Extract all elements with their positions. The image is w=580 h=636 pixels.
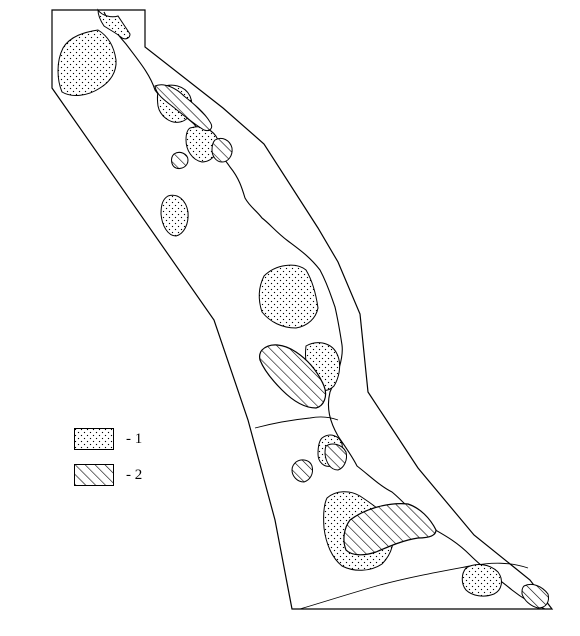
- zone-1-patch: [461, 564, 502, 597]
- map-legend: - 1 - 2: [74, 428, 194, 500]
- legend-item-2: - 2: [74, 464, 194, 486]
- zone-1-patch: [97, 8, 131, 40]
- river-branch: [254, 416, 339, 429]
- legend-swatch-dots: [74, 428, 114, 450]
- zone-1-patch: [57, 29, 117, 96]
- legend-item-1: - 1: [74, 428, 194, 450]
- legend-label-1: - 1: [126, 431, 143, 447]
- zone-2-patch: [324, 443, 347, 471]
- zone-1-patch: [258, 264, 319, 329]
- zone-2-patch: [211, 137, 233, 163]
- zone-2-patch: [171, 151, 189, 169]
- zone-2-patch: [291, 459, 313, 483]
- zone-2-patch: [259, 344, 327, 409]
- legend-swatch-hatch: [74, 464, 114, 486]
- zone-1-patch: [160, 194, 189, 237]
- legend-label-2: - 2: [126, 467, 143, 483]
- zone-2-patch: [521, 583, 549, 609]
- zone-2-patch: [154, 84, 213, 131]
- study-area-boundary: [51, 9, 554, 610]
- zone-1-patch: [185, 126, 219, 163]
- zone-2-patch: [343, 503, 437, 556]
- lower-channel: [299, 562, 529, 610]
